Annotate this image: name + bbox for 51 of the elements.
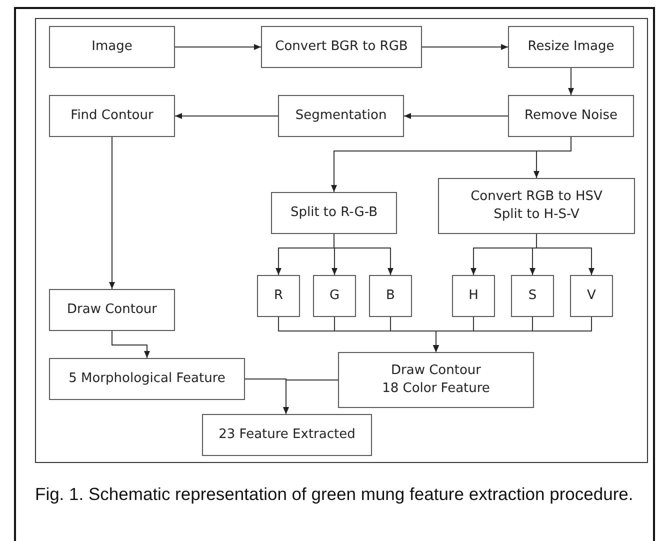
- process-box: [261, 26, 422, 68]
- process-box: [313, 275, 356, 317]
- box-label: Image: [92, 38, 132, 56]
- box-label: Draw Contour: [391, 362, 481, 380]
- box-label: Convert RGB to HSV: [470, 188, 602, 206]
- arrow: [534, 136, 572, 178]
- box-label: 5 Morphological Feature: [68, 370, 226, 388]
- process-box: [271, 192, 397, 234]
- box-label: Resize Image: [528, 38, 614, 56]
- arrow: [334, 234, 394, 276]
- process-box: [338, 352, 534, 408]
- box-label: Segmentation: [295, 107, 387, 125]
- process-box: [508, 26, 634, 68]
- process-box: [511, 275, 554, 317]
- process-box: [49, 358, 245, 400]
- process-box: [438, 178, 635, 234]
- process-box: [202, 414, 372, 456]
- arrow: [404, 113, 508, 119]
- figure-caption: Fig. 1. Schematic representation of green mung feature extraction procedure.: [35, 483, 634, 506]
- process-box: [49, 289, 175, 331]
- box-label: Draw Contour: [67, 301, 157, 319]
- box-label: Remove Noise: [524, 107, 618, 125]
- arrow: [109, 136, 115, 290]
- arrow: [433, 316, 592, 352]
- arrow: [174, 44, 262, 50]
- box-label: B: [386, 287, 395, 305]
- box-label: 23 Feature Extracted: [218, 426, 356, 444]
- process-box: [570, 275, 613, 317]
- arrow: [283, 380, 338, 414]
- process-box: [369, 275, 412, 317]
- box-label: Convert BGR to RGB: [275, 38, 408, 56]
- box-label: Split to R-G-B: [290, 204, 378, 222]
- box-label: 18 Color Feature: [382, 380, 490, 398]
- box-label: Find Contour: [70, 107, 154, 125]
- process-box: [508, 95, 634, 137]
- box-label: Split to H-S-V: [494, 206, 580, 224]
- process-box: [278, 95, 404, 137]
- arrow: [112, 330, 150, 358]
- box-label: R: [274, 287, 284, 305]
- box-label: S: [528, 287, 537, 305]
- arrow: [174, 113, 278, 119]
- box-label: V: [587, 287, 596, 305]
- arrow: [422, 44, 508, 50]
- box-label: H: [468, 287, 478, 305]
- arrow: [568, 68, 574, 96]
- process-box: [452, 275, 495, 317]
- process-box: [257, 275, 300, 317]
- box-label: G: [329, 287, 340, 305]
- process-box: [49, 95, 175, 137]
- arrow: [536, 234, 594, 276]
- process-box: [49, 26, 175, 68]
